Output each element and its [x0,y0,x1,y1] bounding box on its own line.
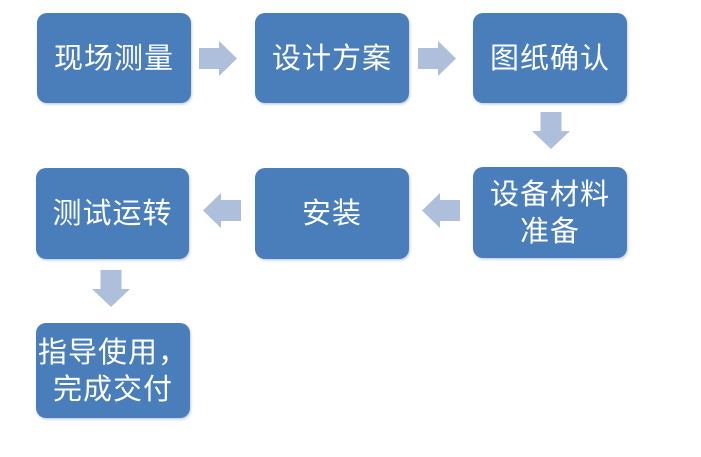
flow-step-test-operation: 测试运转 [36,168,189,259]
left-arrow-icon [422,193,460,228]
flow-connector-5 [203,193,241,228]
flow-step-design-plan: 设计方案 [255,13,409,103]
flow-step-site-measurement: 现场测量 [37,13,191,103]
right-arrow-icon [418,41,456,76]
left-arrow-icon [203,193,241,228]
flow-step-guide-usage-delivery: 指导使用， 完成交付 [36,323,190,418]
flow-connector-3 [532,112,570,149]
down-arrow-icon [532,112,570,149]
flow-connector-2 [418,41,456,76]
flow-step-drawing-confirmation: 图纸确认 [473,13,627,103]
flow-step-equipment-material-preparation: 设备材料 准备 [473,167,627,258]
flow-connector-6 [92,270,130,307]
flow-step-installation: 安装 [255,168,409,259]
flow-connector-4 [422,193,460,228]
down-arrow-icon [92,270,130,307]
right-arrow-icon [199,41,237,76]
flow-connector-1 [199,41,237,76]
